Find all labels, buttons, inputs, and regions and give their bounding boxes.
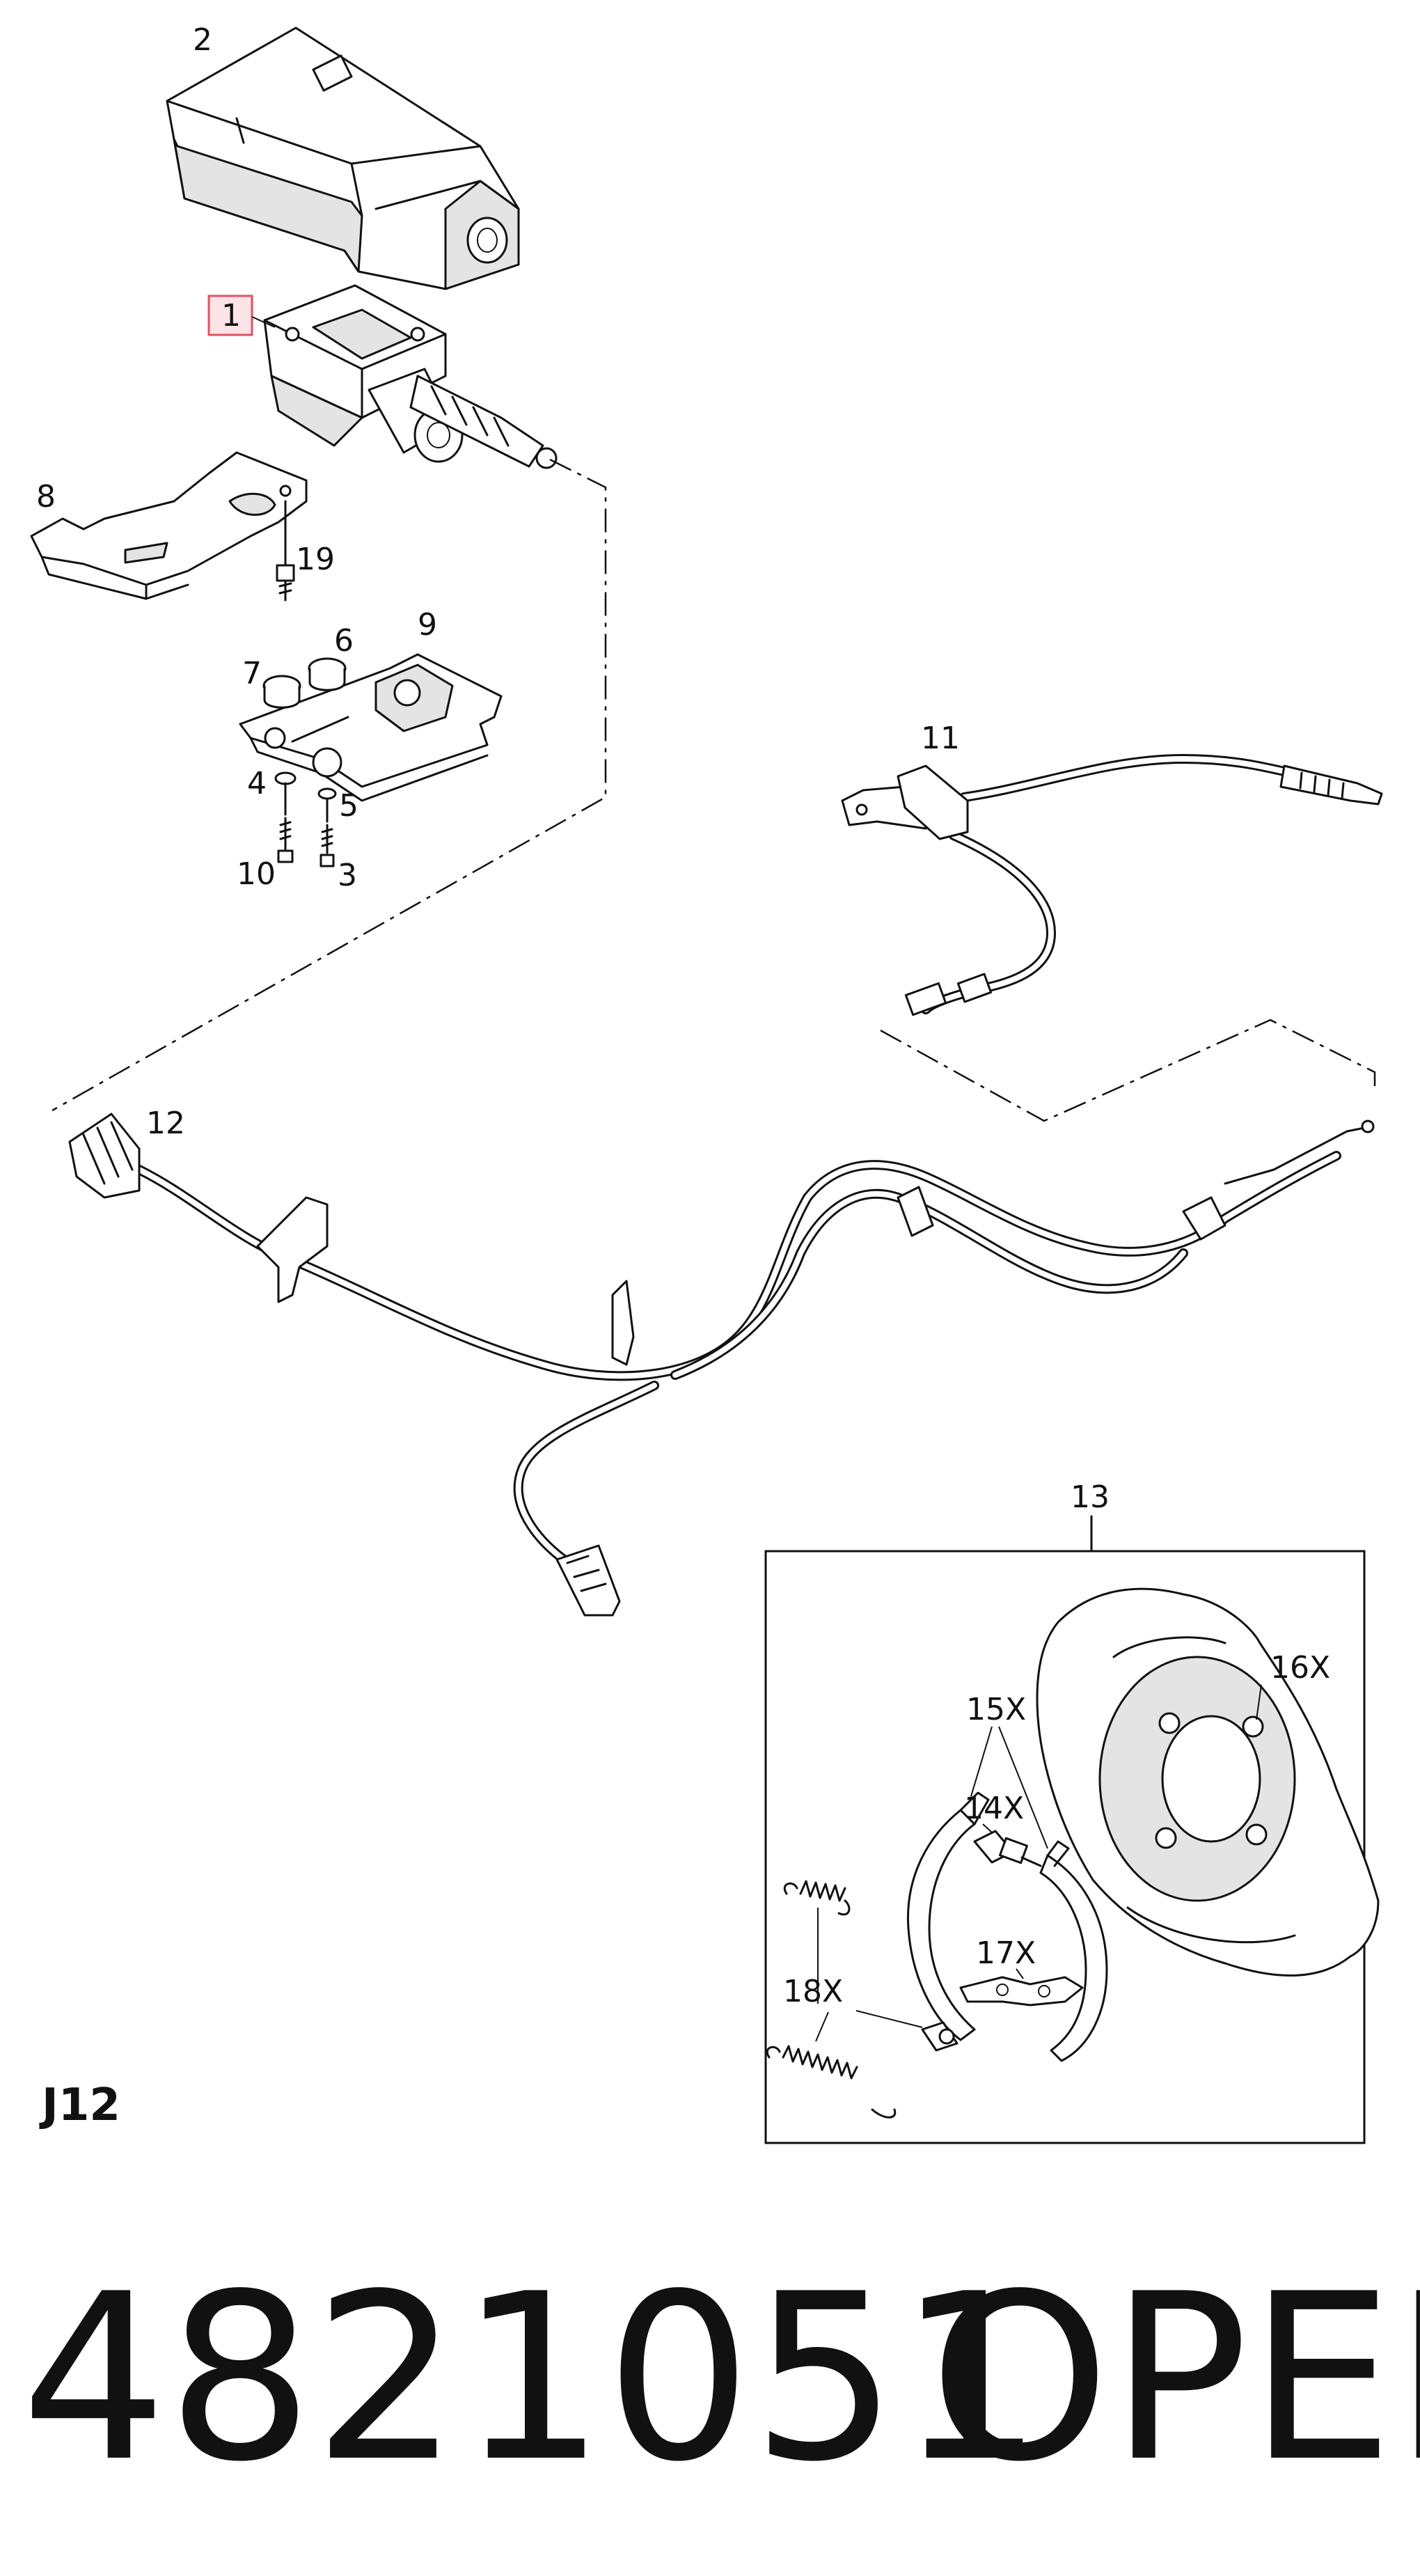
part-6-grommet xyxy=(308,657,347,691)
callout-15x: 15X xyxy=(966,1692,1026,1727)
callout-1: 1 xyxy=(221,298,241,333)
callout-11: 11 xyxy=(921,721,960,756)
callout-8: 8 xyxy=(36,479,56,515)
part-1-actuator-motor xyxy=(263,284,558,469)
callout-7: 7 xyxy=(242,656,262,691)
part-15x-brake-shoes xyxy=(906,1791,1108,2062)
part-2-module-cover xyxy=(166,26,520,290)
part-12-main-cable xyxy=(68,1113,1375,1617)
callout-10: 10 xyxy=(237,856,276,892)
callout-19: 19 xyxy=(296,542,335,577)
part-11-cable-assembly xyxy=(841,753,1383,1016)
part-8-bracket xyxy=(30,451,308,600)
part-5-washer xyxy=(317,787,337,823)
part-13-kit-box xyxy=(764,1550,1366,2144)
part-14x-adjuster xyxy=(973,1830,1042,1867)
part-3-screw xyxy=(320,824,335,867)
part-16x-backing-plate xyxy=(1036,1587,1380,1977)
part-4-washer xyxy=(274,771,297,816)
callout-12: 12 xyxy=(146,1106,185,1141)
part-17x-strut xyxy=(959,1976,1084,2006)
part-number: 4821051 xyxy=(21,2245,1044,2512)
leader-15x xyxy=(970,1726,1048,1849)
callout-13: 13 xyxy=(1071,1479,1110,1515)
callout-14x: 14X xyxy=(964,1791,1024,1826)
leader-18x xyxy=(815,1908,923,2042)
connection-line-upper xyxy=(52,458,607,1112)
callout-4: 4 xyxy=(247,766,267,801)
callout-9: 9 xyxy=(418,607,437,643)
callout-17x: 17X xyxy=(976,1935,1036,1971)
leader-16x xyxy=(1256,1684,1262,1720)
brand-name: OPEL xyxy=(929,2245,1420,2512)
section-label: J12 xyxy=(39,2080,120,2131)
part-18x-springs xyxy=(766,1880,958,2119)
leader-14x xyxy=(982,1823,993,1833)
callout-2: 2 xyxy=(193,22,212,58)
callout-6: 6 xyxy=(334,623,354,659)
part-7-grommet xyxy=(262,675,301,709)
part-19-bolt xyxy=(276,500,295,602)
callout-3: 3 xyxy=(338,858,357,893)
part-10-screw xyxy=(277,817,294,863)
part-9-mounting-plate xyxy=(239,653,503,802)
callout-16x: 16X xyxy=(1270,1650,1330,1686)
leader-17x xyxy=(1016,1968,1024,1979)
callout-5: 5 xyxy=(339,788,358,824)
callout-18x: 18X xyxy=(783,1974,843,2009)
connection-line-right xyxy=(880,1019,1376,1122)
callout-1-highlight xyxy=(207,294,253,336)
